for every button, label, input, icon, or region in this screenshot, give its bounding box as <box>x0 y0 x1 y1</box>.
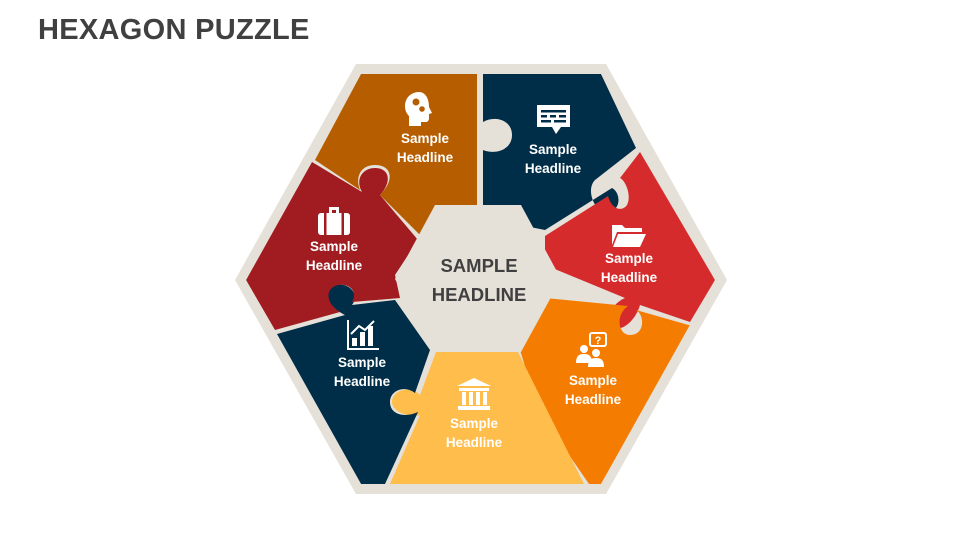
puzzle-piece-top-left <box>315 74 477 235</box>
team-question-icon: ? <box>576 332 607 367</box>
briefcase-icon <box>318 207 350 235</box>
puzzle-piece-left-lower <box>277 284 430 484</box>
bank-icon <box>457 378 491 410</box>
center-hexagon <box>395 205 561 352</box>
center-headline-line1: SAMPLE <box>440 255 517 276</box>
piece-left-upper-line2: Headline <box>306 258 363 273</box>
svg-text:?: ? <box>595 335 602 347</box>
piece-bottom-line2: Headline <box>446 435 503 450</box>
puzzle-piece-top-right <box>483 74 636 230</box>
puzzle-piece-right-lower <box>520 298 692 484</box>
chat-text-icon <box>537 105 570 134</box>
piece-top-left-line2: Headline <box>397 150 454 165</box>
piece-left-lower-line2: Headline <box>334 374 391 389</box>
head-gears-icon <box>405 92 432 126</box>
page-title: HEXAGON PUZZLE <box>38 14 310 46</box>
bar-chart-icon <box>347 320 379 350</box>
piece-right-lower-line2: Headline <box>565 392 622 407</box>
puzzle-piece-left-upper <box>246 162 418 330</box>
piece-top-right-line1: Sample <box>529 142 578 157</box>
folder-icon <box>612 225 646 247</box>
piece-left-lower-line1: Sample <box>338 355 387 370</box>
piece-right-lower-line1: Sample <box>569 373 618 388</box>
piece-top-right-line2: Headline <box>525 161 582 176</box>
piece-bottom-line1: Sample <box>450 416 499 431</box>
piece-left-upper-line1: Sample <box>310 239 359 254</box>
puzzle-piece-bottom <box>390 352 584 484</box>
piece-right-upper-line2: Headline <box>601 270 658 285</box>
piece-top-left-line1: Sample <box>401 131 450 146</box>
piece-right-upper-line1: Sample <box>605 251 654 266</box>
center-headline-line2: HEADLINE <box>432 284 527 305</box>
